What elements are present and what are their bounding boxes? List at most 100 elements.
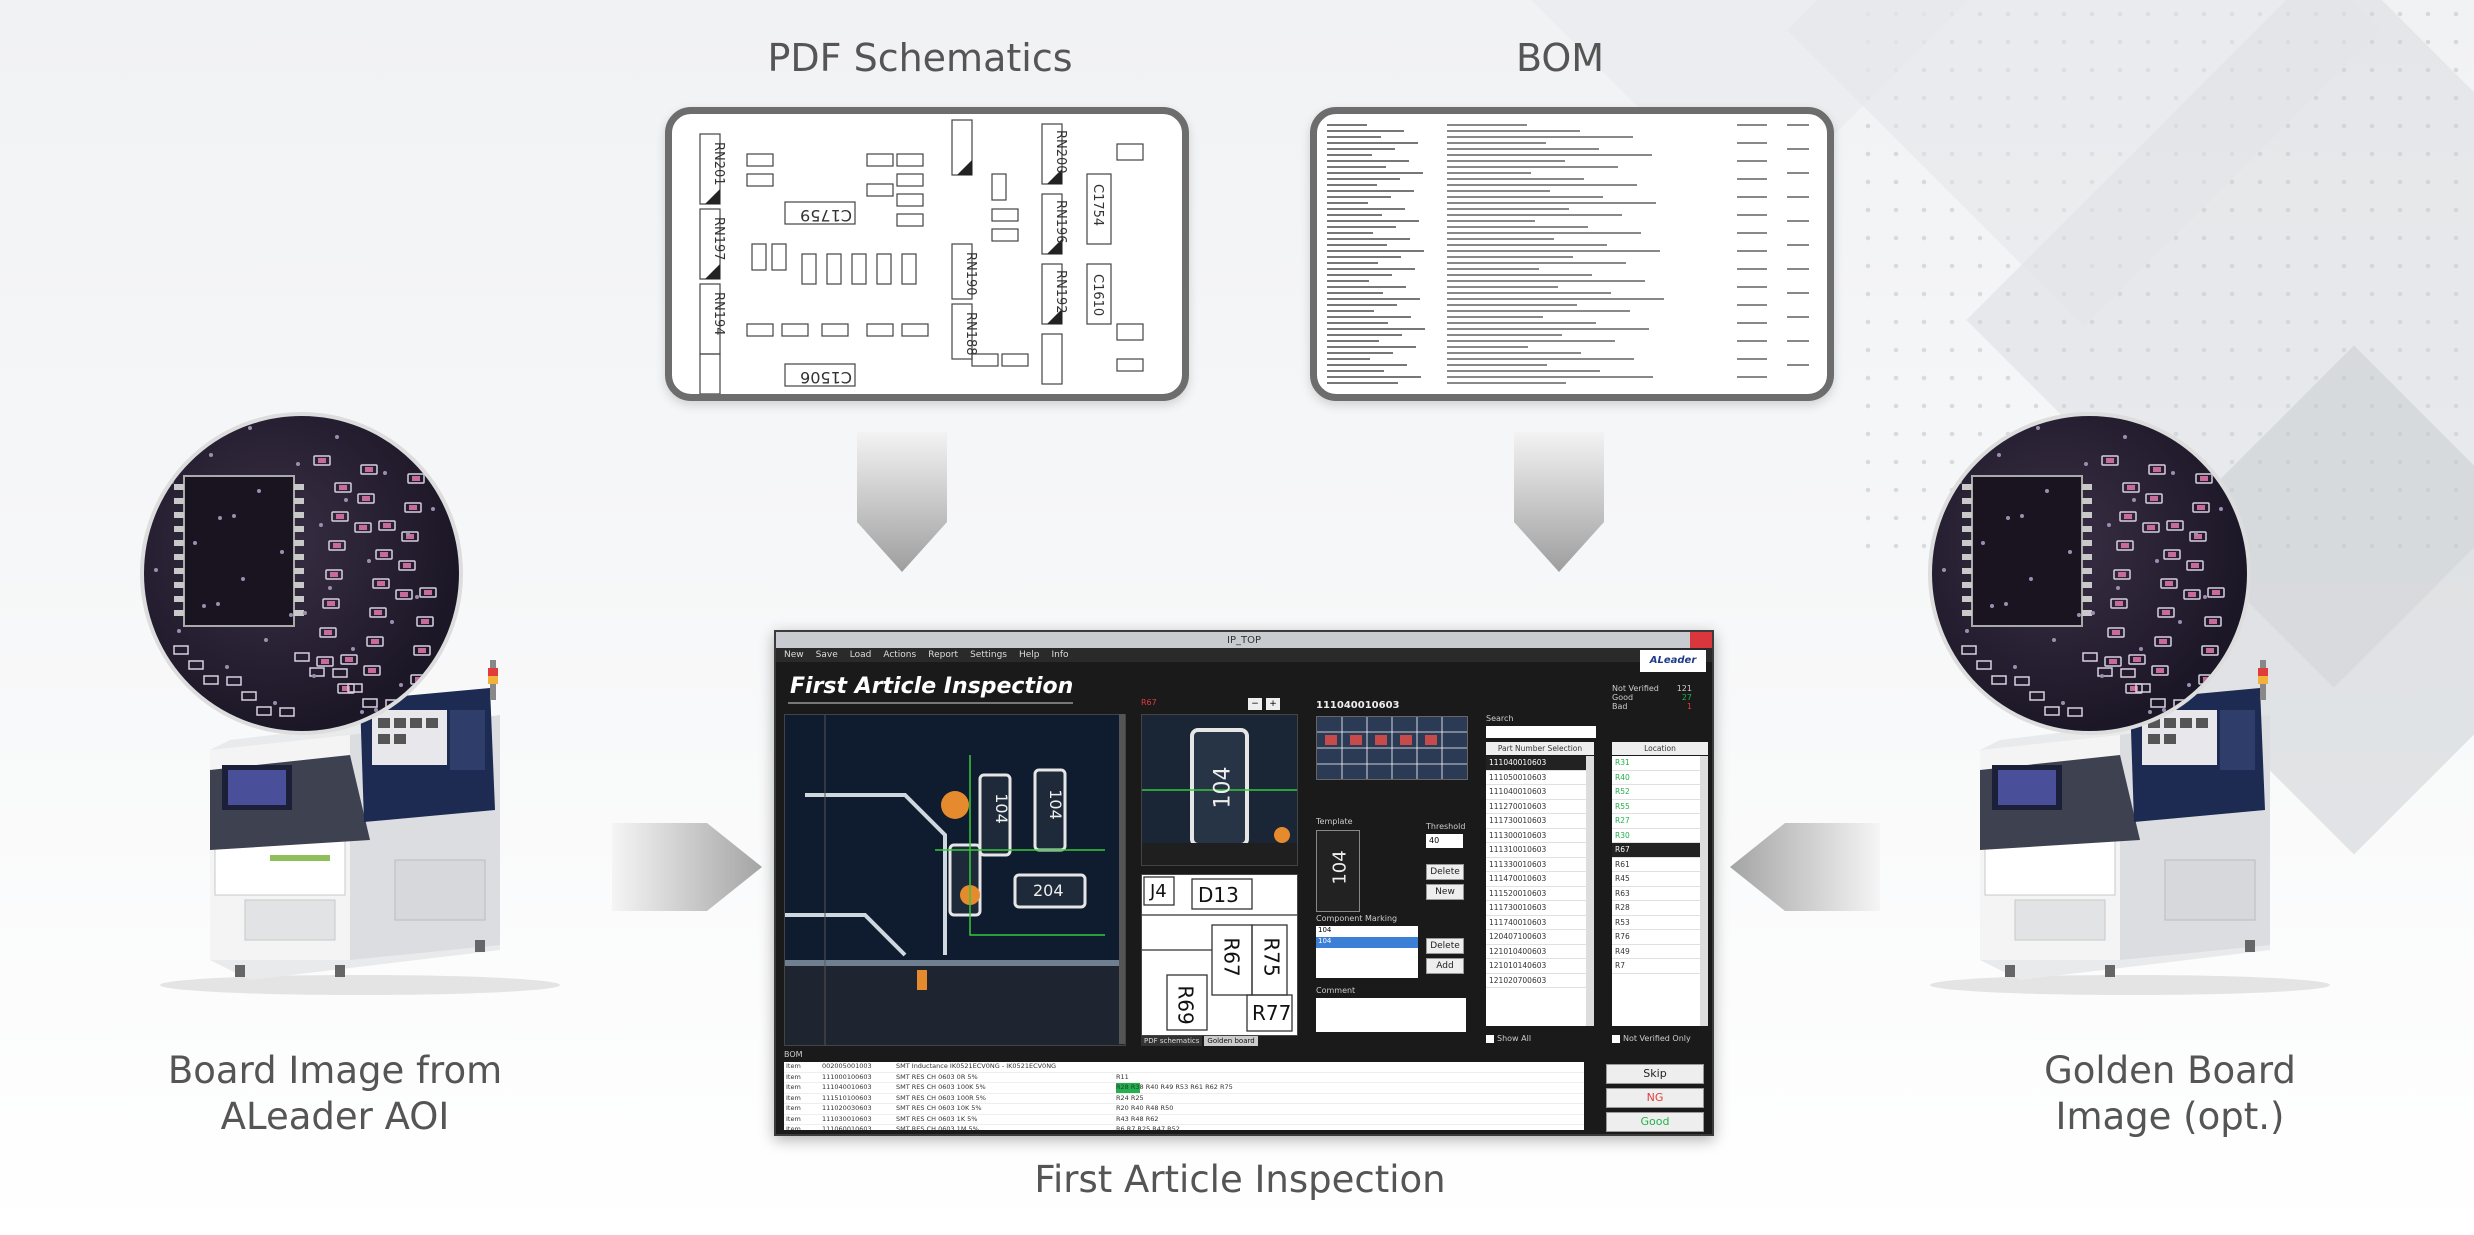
svg-text:RN194: RN194: [711, 292, 726, 336]
zoom-out-button[interactable]: −: [1248, 698, 1262, 710]
bom-cell-description: SMT RES CH 0603 100R 5%: [896, 1093, 986, 1102]
location-list-item[interactable]: R28: [1612, 901, 1700, 916]
part-list-item[interactable]: 121020700603: [1486, 974, 1586, 988]
menu-item-report[interactable]: Report: [928, 650, 959, 660]
part-list-item[interactable]: 111730010603: [1486, 814, 1586, 829]
menu-item-info[interactable]: Info: [1051, 650, 1069, 660]
menu-item-help[interactable]: Help: [1018, 650, 1040, 660]
bom-section-label: BOM: [784, 1050, 803, 1059]
part-list-item[interactable]: 120407100603: [1486, 930, 1586, 945]
new-template-button[interactable]: New: [1426, 884, 1464, 900]
board-zoom-circle-left: [140, 412, 463, 735]
golden-board-label-line2: Image (opt.): [2055, 1095, 2285, 1138]
location-list-item[interactable]: R45: [1612, 872, 1700, 887]
window-titlebar: IP_TOP: [776, 632, 1712, 648]
part-list-item[interactable]: 111330010603: [1486, 858, 1586, 872]
part-list-scrollbar[interactable]: [1586, 756, 1594, 1026]
search-input[interactable]: [1486, 726, 1596, 738]
part-list-item[interactable]: 111040010603: [1486, 756, 1586, 771]
bom-cell-references: R24 R25: [1116, 1093, 1144, 1102]
part-list-item[interactable]: 121010140603: [1486, 959, 1586, 974]
part-list-item[interactable]: 121010400603: [1486, 945, 1586, 959]
good-button[interactable]: Good: [1606, 1112, 1704, 1132]
menu-item-actions[interactable]: Actions: [883, 650, 917, 660]
tab-pdf-schematics[interactable]: PDF schematics: [1141, 1036, 1203, 1046]
part-list-item[interactable]: 111270010603: [1486, 800, 1586, 814]
fai-caption: First Article Inspection: [1034, 1158, 1446, 1201]
part-list-item[interactable]: 111040010603: [1486, 785, 1586, 800]
svg-text:RN200: RN200: [1053, 130, 1068, 174]
bom-cell-part-number: 111030010603: [822, 1114, 872, 1123]
comment-label: Comment: [1316, 986, 1356, 995]
show-all-checkbox[interactable]: [1486, 1034, 1494, 1043]
maximize-icon[interactable]: [1668, 632, 1690, 648]
not-verified-only-checkbox[interactable]: [1612, 1034, 1620, 1043]
svg-text:RN190: RN190: [963, 252, 978, 296]
menu-item-save[interactable]: Save: [815, 650, 838, 660]
threshold-input[interactable]: 40: [1426, 834, 1463, 848]
component-zoom-view[interactable]: 104: [1141, 714, 1298, 866]
menu-item-load[interactable]: Load: [849, 650, 872, 660]
location-list-item[interactable]: R7: [1612, 959, 1700, 974]
menu-item-new[interactable]: New: [784, 650, 804, 660]
svg-text:RN201: RN201: [711, 142, 726, 186]
marking-item[interactable]: 104: [1318, 926, 1332, 934]
location-list-item[interactable]: R67: [1612, 843, 1700, 858]
zoom-in-button[interactable]: +: [1266, 698, 1280, 710]
location-list-item[interactable]: R76: [1612, 930, 1700, 945]
board-view-scrollbar[interactable]: [1119, 714, 1125, 1044]
not-verified-count: 121: [1676, 684, 1692, 693]
bom-document-panel: [1310, 107, 1834, 401]
location-list-item[interactable]: R31: [1612, 756, 1700, 771]
skip-button[interactable]: Skip: [1606, 1064, 1704, 1084]
part-list-item[interactable]: 111520010603: [1486, 887, 1586, 901]
marking-item-selected[interactable]: 104: [1316, 937, 1418, 948]
menu-item-settings[interactable]: Settings: [970, 650, 1007, 660]
location-list-item[interactable]: R53: [1612, 916, 1700, 930]
delete-template-button[interactable]: Delete: [1426, 864, 1464, 880]
part-list-item[interactable]: 111050010603: [1486, 771, 1586, 785]
ng-button[interactable]: NG: [1606, 1088, 1704, 1108]
minimize-icon[interactable]: [1646, 632, 1668, 648]
part-list-item[interactable]: 111310010603: [1486, 843, 1586, 858]
location-list-item[interactable]: R52: [1612, 785, 1700, 800]
part-list-item[interactable]: 111740010603: [1486, 916, 1586, 930]
template-image[interactable]: 104: [1316, 830, 1360, 912]
search-label: Search: [1486, 714, 1514, 723]
location-list-item[interactable]: R55: [1612, 800, 1700, 814]
location-list-item[interactable]: R61: [1612, 858, 1700, 872]
svg-text:C1610: C1610: [1090, 274, 1105, 316]
schematic-zoom-view[interactable]: J4 D13 R67 R75 R69 R77: [1141, 874, 1298, 1036]
delete-marking-button[interactable]: Delete: [1426, 938, 1464, 954]
component-marking-list[interactable]: 104 104: [1316, 926, 1418, 978]
tab-golden-board[interactable]: Golden board: [1204, 1036, 1258, 1046]
location-list-item[interactable]: R30: [1612, 829, 1700, 843]
location-list-item[interactable]: R49: [1612, 945, 1700, 959]
location-list-item[interactable]: R40: [1612, 771, 1700, 785]
part-list-item[interactable]: 111300010603: [1486, 829, 1586, 843]
board-image-label-line1: Board Image from: [167, 1049, 503, 1092]
add-marking-button[interactable]: Add: [1426, 958, 1464, 974]
bom-cell-references: R28 R38 R40 R49 R53 R61 R62 R75: [1116, 1083, 1516, 1093]
location-list-item[interactable]: R63: [1612, 887, 1700, 901]
comment-input[interactable]: [1316, 998, 1466, 1032]
location-list-scrollbar[interactable]: [1700, 756, 1708, 1026]
close-icon[interactable]: [1690, 632, 1712, 648]
board-image-view[interactable]: 104 104 204: [784, 714, 1126, 1046]
reference-thumbnails[interactable]: [1316, 716, 1468, 780]
location-list-item[interactable]: R27: [1612, 814, 1700, 829]
bom-text-lines: [1327, 124, 1809, 384]
component-marking-label: Component Marking: [1316, 914, 1398, 923]
part-list-item[interactable]: 111470010603: [1486, 872, 1586, 887]
part-list-item[interactable]: 111730010603: [1486, 901, 1586, 916]
